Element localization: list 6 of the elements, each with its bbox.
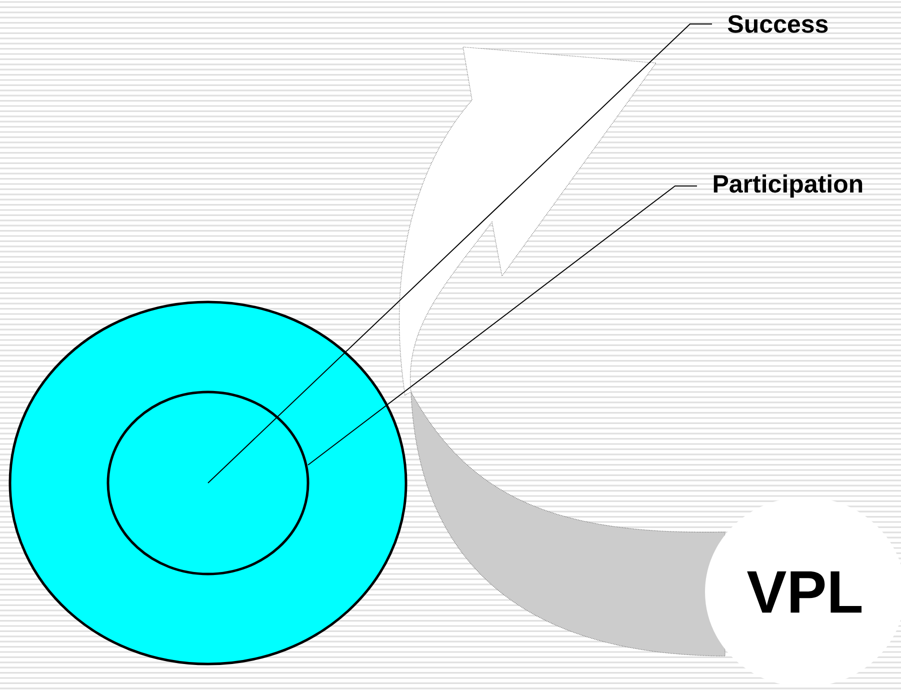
- text-label: Success: [728, 15, 828, 33]
- text-label: Participation: [714, 174, 862, 198]
- leader-line: [208, 24, 712, 484]
- leader-line: [308, 186, 698, 466]
- ellipse-shape: [106, 390, 310, 576]
- circle-label: VPL: [705, 497, 901, 687]
